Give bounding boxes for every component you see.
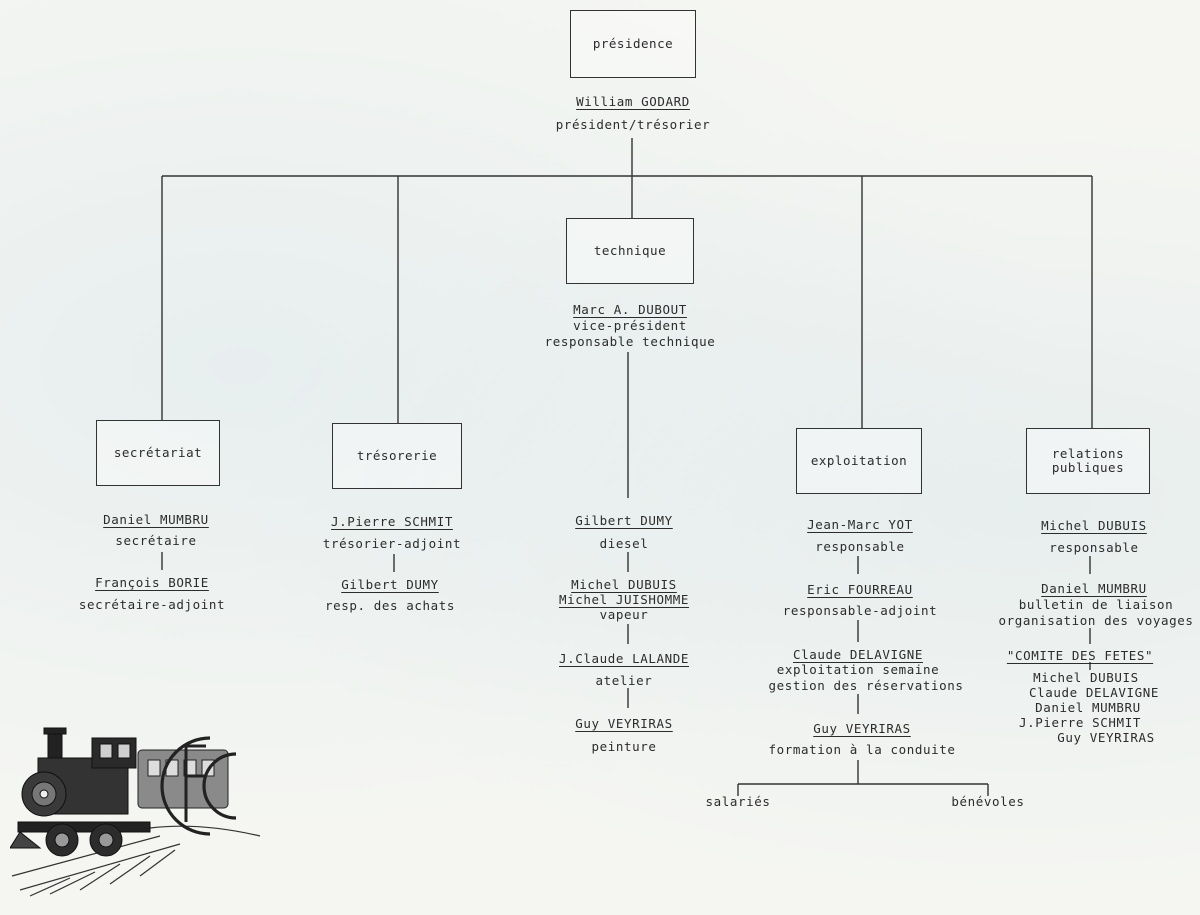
comite-member-2: Claude DELAVIGNE [1028,685,1160,700]
relations-member-1-role: responsable [1049,540,1139,555]
comite-member-3: Daniel MUMBRU [1035,700,1141,715]
exploitation-member-1-name: Jean-Marc YOT [807,517,913,532]
tresorerie-member-2-name: Gilbert DUMY [341,577,439,592]
exploitation-member-1-role: responsable [815,539,905,554]
secretariat-member-2-role: secrétaire-adjoint [78,597,226,612]
presidence-name: William GODARD [576,94,690,109]
steam-locomotive-cfc-logo-icon [10,727,261,897]
relations-member-2-role-2: organisation des voyages [998,613,1194,628]
comite-member-4: J.Pierre SCHMIT [1019,715,1141,730]
secretariat-box: secrétariat [96,420,220,486]
comite-member-5: Guy VEYRIRAS [1057,730,1155,745]
technique-name: Marc A. DUBOUT [573,302,687,317]
technique-member-3-role: atelier [595,673,653,688]
presidence-box: présidence [570,10,696,78]
technique-member-1-role: diesel [599,536,649,551]
secretariat-member-1-role: secrétaire [115,533,197,548]
technique-member-2-role: vapeur [599,607,649,622]
technique-member-4-name: Guy VEYRIRAS [575,716,673,731]
technique-box-label: technique [593,243,667,258]
exploitation-box: exploitation [796,428,922,494]
relations-member-1-name: Michel DUBUIS [1041,518,1147,533]
relations-box-label-1: relations [1051,446,1125,461]
technique-member-2-name-b: Michel JUISHOMME [558,592,690,607]
technique-member-1-name: Gilbert DUMY [575,513,673,528]
exploitation-member-3-name: Claude DELAVIGNE [792,647,924,662]
technique-role-2: responsable technique [544,334,716,349]
technique-member-3-name: J.Claude LALANDE [558,651,690,666]
comite-member-1: Michel DUBUIS [1033,670,1139,685]
secretariat-member-1-name: Daniel MUMBRU [103,512,209,527]
exploitation-box-label: exploitation [810,453,908,468]
technique-member-2-name-a: Michel DUBUIS [571,577,677,592]
relations-member-2-role-1: bulletin de liaison [1018,597,1174,612]
technique-member-4-role: peinture [591,739,657,754]
exploitation-member-2-name: Eric FOURREAU [807,582,913,597]
tresorerie-box: trésorerie [332,423,462,489]
tresorerie-box-label: trésorerie [356,448,438,463]
exploitation-member-3-role-1: exploitation semaine [776,662,940,677]
secretariat-member-2-name: François BORIE [95,575,209,590]
exploitation-member-2-role: responsable-adjoint [782,603,938,618]
technique-role-1: vice-président [573,318,687,333]
exploitation-member-4-role: formation à la conduite [768,742,956,757]
tresorerie-member-1-name: J.Pierre SCHMIT [331,514,453,529]
tresorerie-member-1-role: trésorier-adjoint [322,536,462,551]
relations-member-2-name: Daniel MUMBRU [1041,581,1147,596]
presidence-box-label: présidence [592,36,674,51]
tresorerie-member-2-role: resp. des achats [324,598,456,613]
comite-title: "COMITE DES FETES" [1006,648,1154,663]
technique-box: technique [566,218,694,284]
exploitation-branch-salaries: salariés [705,794,771,809]
relations-box: relations publiques [1026,428,1150,494]
exploitation-member-4-name: Guy VEYRIRAS [813,721,911,736]
secretariat-box-label: secrétariat [113,445,203,460]
exploitation-branch-benevoles: bénévoles [951,794,1025,809]
exploitation-member-3-role-2: gestion des réservations [768,678,964,693]
presidence-role: président/trésorier [555,117,711,132]
relations-box-label-2: publiques [1051,460,1125,475]
